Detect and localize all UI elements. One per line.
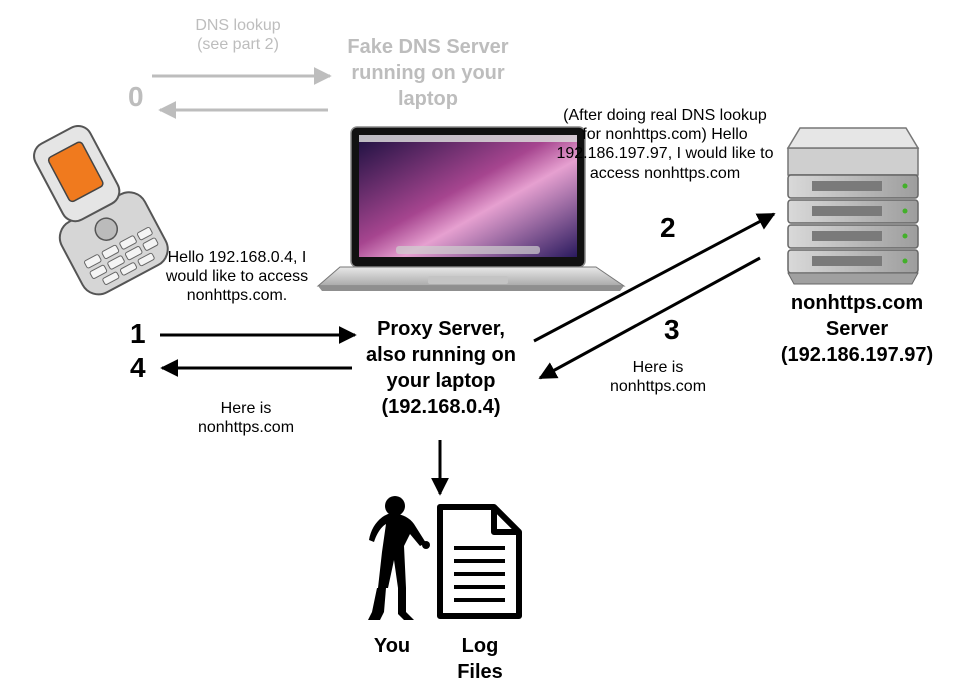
step-4-label: 4 xyxy=(130,352,146,383)
arrow-3 xyxy=(538,256,761,380)
request-text-1: Hello 192.168.0.4, I would like to acces… xyxy=(165,249,309,305)
laptop-icon xyxy=(316,126,626,291)
server-icon xyxy=(786,127,920,285)
log-files-label: Log Files xyxy=(457,635,503,683)
person-icon xyxy=(368,496,430,620)
step-0-label: 0 xyxy=(128,81,144,112)
server-label: nonhttps.com Server (192.186.197.97) xyxy=(780,292,934,366)
document-icon xyxy=(437,504,522,619)
response-text-3: Here is nonhttps.com xyxy=(609,359,707,396)
step-1-label: 1 xyxy=(130,318,146,349)
proxy-server-label: Proxy Server, also running on your lapto… xyxy=(366,318,516,418)
request-text-2: (After doing real DNS lookup for nonhttp… xyxy=(556,107,774,182)
step-3-label: 3 xyxy=(664,314,680,345)
you-label: You xyxy=(373,635,411,657)
step-2-label: 2 xyxy=(660,212,676,243)
phone-icon xyxy=(33,124,169,296)
fake-dns-server-label: Fake DNS Server running on your laptop xyxy=(347,36,509,110)
response-text-4: Here is nonhttps.com xyxy=(197,400,295,437)
arrow-2 xyxy=(533,212,776,343)
dns-lookup-label: DNS lookup (see part 2) xyxy=(195,17,281,54)
